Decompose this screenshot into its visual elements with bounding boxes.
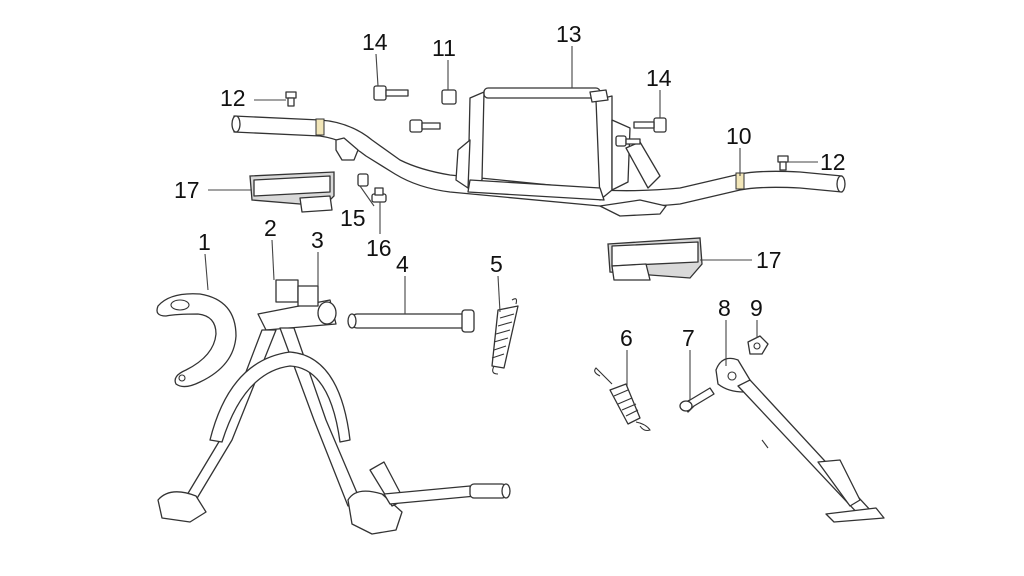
bolt-14-left xyxy=(373,85,409,101)
callout-6: 6 xyxy=(620,325,633,351)
spring-6 xyxy=(594,367,651,432)
nut-9 xyxy=(747,335,769,355)
screw-12-right xyxy=(777,155,789,171)
callout-5: 5 xyxy=(490,251,503,277)
callout-14-right: 14 xyxy=(646,65,672,91)
screw-12-left xyxy=(285,91,297,107)
side-stand-8 xyxy=(715,357,885,523)
bolt-11-nut xyxy=(441,89,457,105)
callout-16: 16 xyxy=(366,235,392,261)
callout-1: 1 xyxy=(198,229,211,255)
callout-8: 8 xyxy=(718,295,731,321)
spring-5 xyxy=(491,298,519,375)
bracket-1 xyxy=(156,293,237,388)
bolt-16 xyxy=(371,187,387,203)
leader-lines xyxy=(204,46,818,400)
bolt-mid xyxy=(409,119,441,133)
callout-9: 9 xyxy=(750,295,763,321)
callout-11: 11 xyxy=(432,35,456,61)
callout-17-right: 17 xyxy=(756,247,782,273)
callout-17-left: 17 xyxy=(174,177,200,203)
shaft-4 xyxy=(347,309,475,333)
callout-labels: 1 2 3 4 5 6 7 8 9 10 11 12 12 13 14 14 1… xyxy=(174,21,846,351)
bolt-14-right xyxy=(633,117,667,133)
callout-12-right: 12 xyxy=(820,149,846,175)
bolt-small-right xyxy=(615,135,641,147)
callout-3: 3 xyxy=(311,227,324,253)
rubber-block-17-right xyxy=(607,237,703,281)
callout-10: 10 xyxy=(726,123,752,149)
main-stand xyxy=(157,279,511,535)
nut-15 xyxy=(357,173,369,187)
pin-7 xyxy=(679,387,715,413)
callout-14-left: 14 xyxy=(362,29,388,55)
bracket-rack xyxy=(455,87,661,201)
callout-7: 7 xyxy=(682,325,695,351)
callout-12-left: 12 xyxy=(220,85,246,111)
callout-2: 2 xyxy=(264,215,277,241)
callout-4: 4 xyxy=(396,251,409,277)
callout-15: 15 xyxy=(340,205,366,231)
callout-13: 13 xyxy=(556,21,582,47)
rubber-block-17-left xyxy=(249,171,335,213)
